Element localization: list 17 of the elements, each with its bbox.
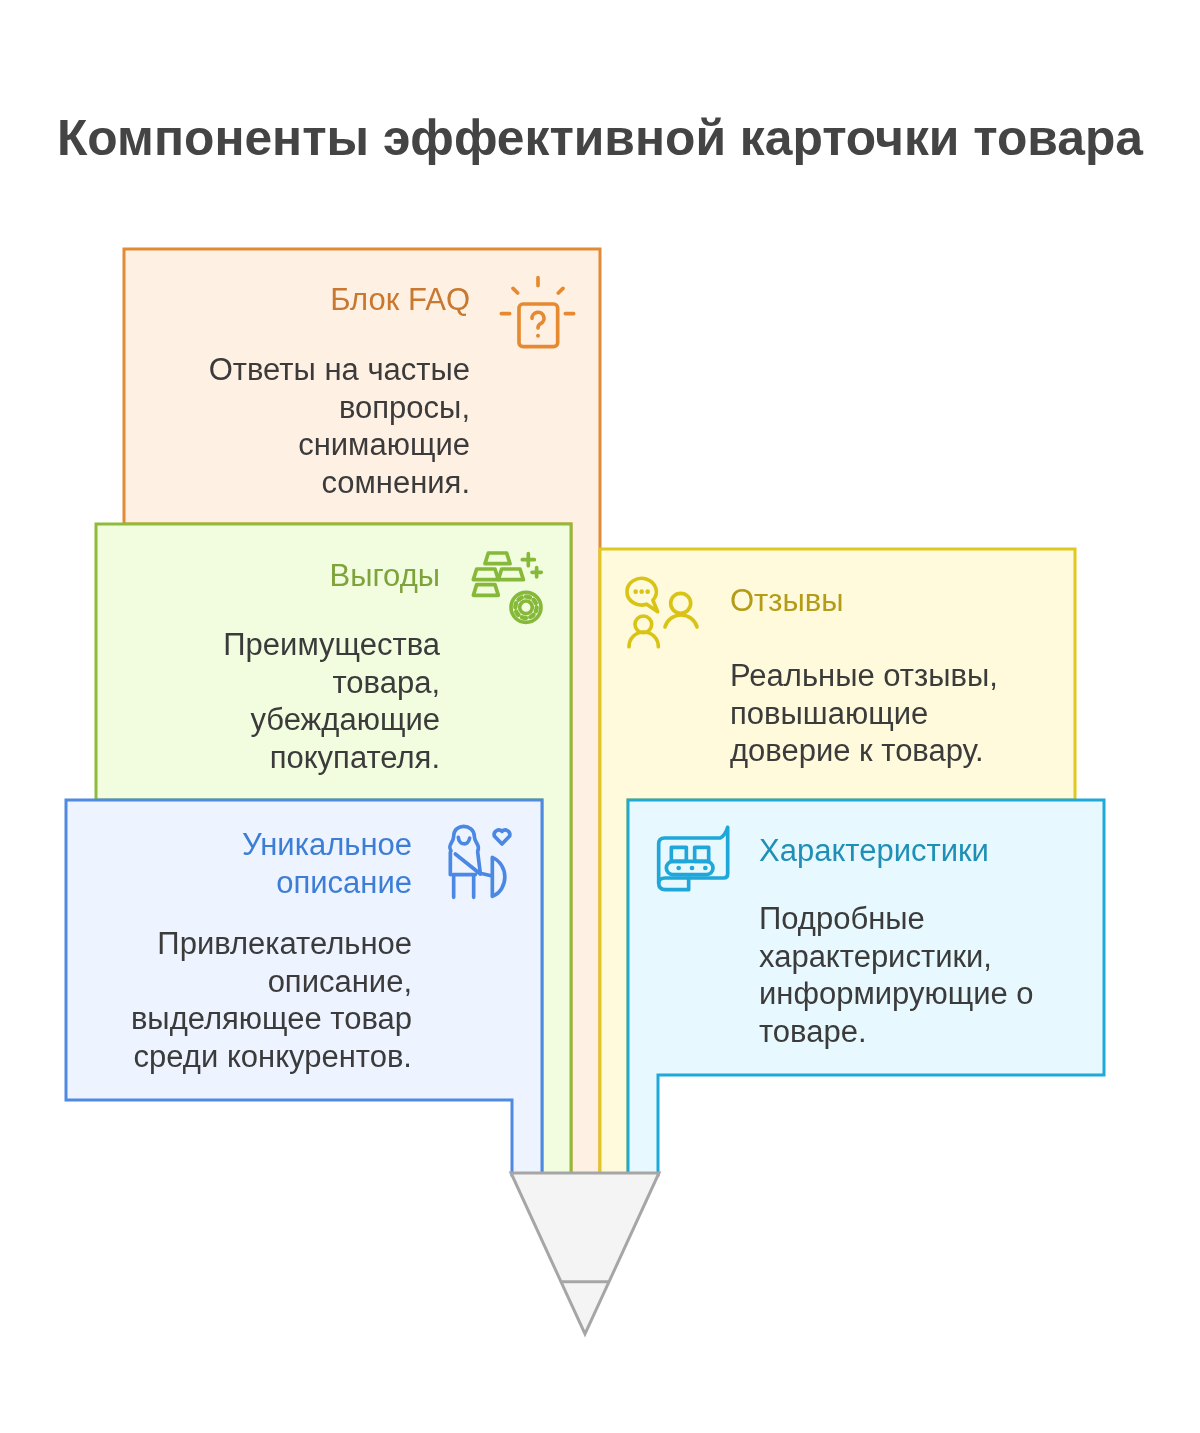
title: Компоненты эффективной карточки товара: [57, 109, 1144, 167]
panel-description: Привлекательное описание, выделяющее товар среди конкурентов.: [129, 925, 412, 1075]
panel-description: Преимущества товара, убеждающие покупателя.: [222, 626, 440, 776]
panel-heading: Характеристики: [759, 832, 989, 870]
panel-heading: Блок FAQ: [330, 281, 470, 319]
panel-heading: Отзывы: [730, 582, 844, 620]
panel-heading: Уникальное описание: [240, 826, 412, 901]
panel-description: Реальные отзывы, повышающие доверие к товару.: [730, 657, 999, 770]
panel-heading: Выгоды: [329, 557, 440, 595]
card-panel: [96, 524, 571, 1175]
panel-description: Ответы на частые вопросы, снимающие сомнения.: [207, 351, 470, 501]
card-panel: [600, 549, 1075, 1175]
funnel-shape: [511, 1173, 659, 1334]
card-panel: [124, 249, 600, 1175]
panel-description: Подробные характеристики, информирующие о товаре.: [759, 900, 1035, 1050]
card-panel: [628, 800, 1104, 1175]
card-panel: [66, 800, 542, 1175]
